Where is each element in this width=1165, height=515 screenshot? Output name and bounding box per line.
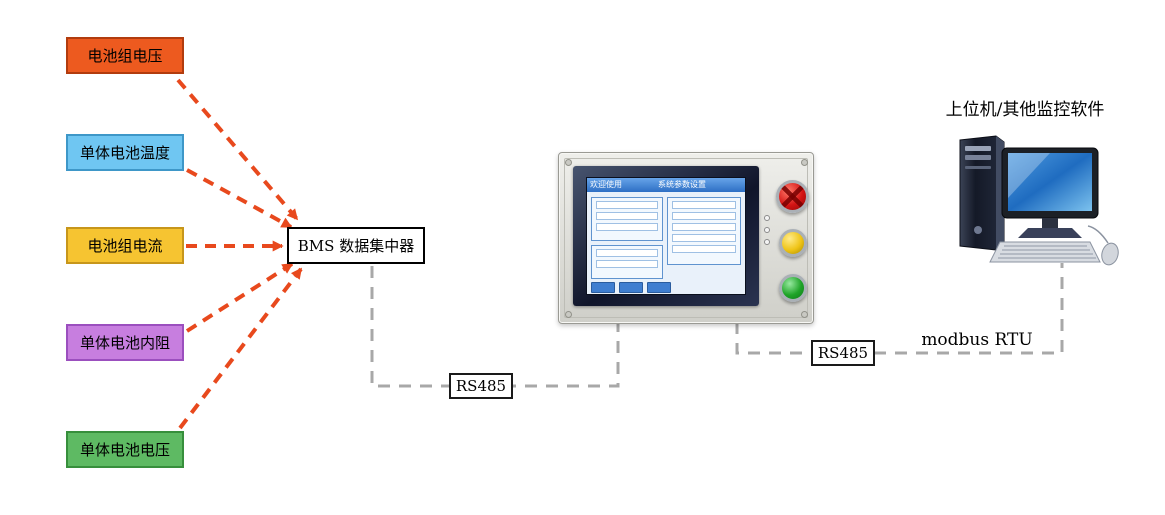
screw-icon bbox=[565, 311, 572, 318]
rs485-label-left: RS485 bbox=[449, 373, 513, 399]
hmi-mini-button bbox=[619, 282, 643, 293]
hmi-mini-button bbox=[647, 282, 671, 293]
hmi-mini-field bbox=[596, 201, 658, 209]
screw-icon bbox=[801, 159, 808, 166]
host-computer-label: 上位机/其他监控软件 bbox=[945, 100, 1105, 120]
computer-keyboard bbox=[989, 241, 1101, 263]
hmi-mini-field bbox=[596, 249, 658, 257]
source-box-cell-temperature: 单体电池温度 bbox=[66, 134, 184, 171]
hmi-mini-field bbox=[596, 223, 658, 231]
hmi-mini-field bbox=[596, 260, 658, 268]
indicator-dot bbox=[764, 227, 770, 233]
computer-monitor bbox=[1001, 147, 1099, 238]
hmi-screen-bottombar bbox=[591, 282, 741, 293]
hmi-bezel: 欢迎使用 系统参数设置 bbox=[573, 166, 759, 306]
hmi-mini-field bbox=[596, 212, 658, 220]
hmi-screen-panel bbox=[667, 197, 741, 265]
source-box-battery-pack-voltage: 电池组电压 bbox=[66, 37, 184, 74]
hmi-mini-field bbox=[672, 223, 736, 231]
rs485-wire-right bbox=[735, 263, 1064, 355]
arrow-cell-temperature bbox=[186, 168, 293, 229]
hmi-mini-field bbox=[672, 245, 736, 253]
modbus-rtu-label: modbus RTU bbox=[921, 330, 1033, 350]
hmi-screen-titlebar: 欢迎使用 系统参数设置 bbox=[587, 178, 745, 192]
arrow-pack-voltage bbox=[176, 78, 299, 221]
screw-icon bbox=[801, 311, 808, 318]
hmi-screen-panel bbox=[591, 197, 663, 241]
data-flow-arrows bbox=[176, 78, 303, 430]
hmi-mini-field bbox=[672, 201, 736, 209]
emergency-stop-button bbox=[776, 180, 809, 213]
hmi-panel: 欢迎使用 系统参数设置 bbox=[558, 152, 814, 324]
hmi-screen-title: 系统参数设置 bbox=[658, 180, 706, 189]
computer-mouse bbox=[1087, 225, 1119, 266]
hmi-mini-field bbox=[672, 234, 736, 242]
hmi-screen-panel bbox=[591, 245, 663, 279]
screw-icon bbox=[565, 159, 572, 166]
computer-tower bbox=[959, 135, 1005, 251]
hmi-screen: 欢迎使用 系统参数设置 bbox=[586, 177, 746, 295]
host-computer-illustration bbox=[959, 135, 1119, 266]
indicator-dot bbox=[764, 239, 770, 245]
arrow-cell-resistance bbox=[185, 262, 294, 333]
yellow-push-button bbox=[779, 229, 807, 257]
hmi-mini-button bbox=[591, 282, 615, 293]
source-box-cell-internal-resistance: 单体电池内阻 bbox=[66, 324, 184, 361]
arrow-cell-voltage bbox=[178, 267, 303, 430]
source-box-battery-pack-current: 电池组电流 bbox=[66, 227, 184, 264]
rs485-label-right: RS485 bbox=[811, 340, 875, 366]
green-push-button bbox=[779, 274, 807, 302]
source-box-cell-voltage: 单体电池电压 bbox=[66, 431, 184, 468]
bms-concentrator-box: BMS 数据集中器 bbox=[287, 227, 425, 264]
indicator-dot bbox=[764, 215, 770, 221]
hmi-mini-field bbox=[672, 212, 736, 220]
hmi-screen-header-left: 欢迎使用 bbox=[590, 180, 622, 189]
hmi-panel-frame bbox=[564, 158, 808, 318]
